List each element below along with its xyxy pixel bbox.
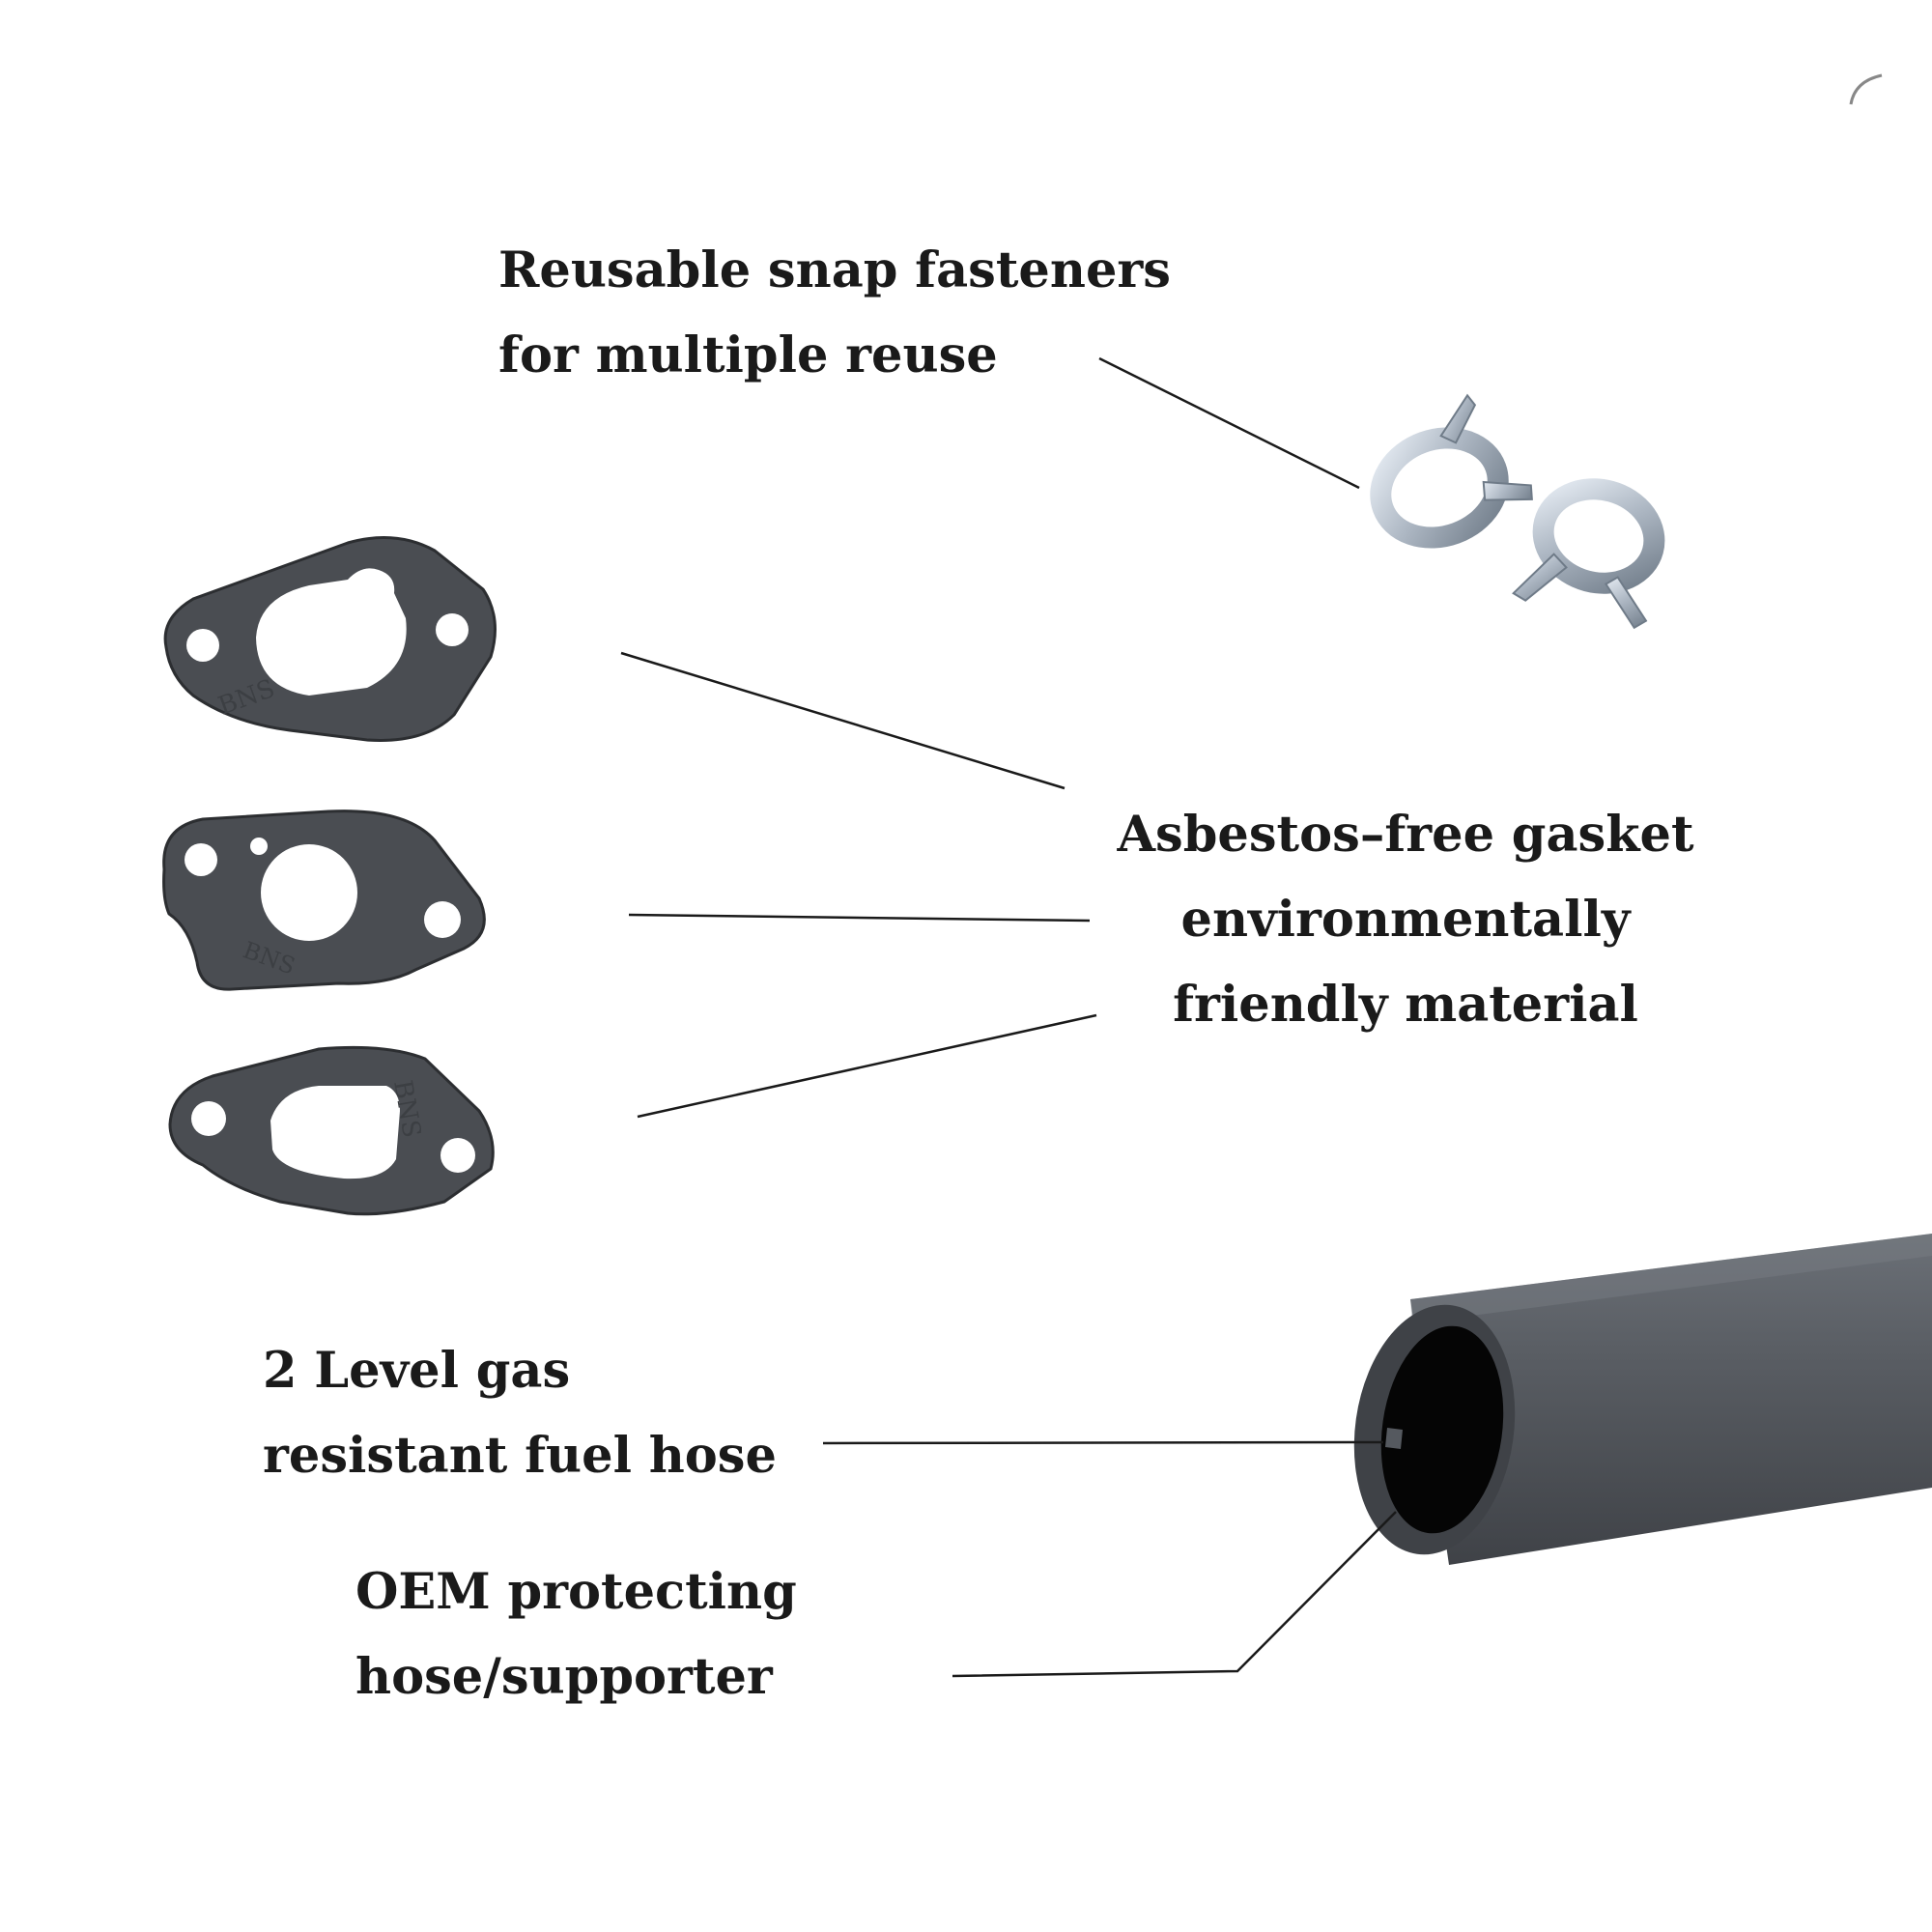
gasket-icon: BNS xyxy=(168,1045,495,1216)
corner-mark xyxy=(1849,73,1883,105)
label-line: Reusable snap fasteners xyxy=(498,242,1171,299)
leader-line-fuel-hose xyxy=(822,1440,1384,1445)
gasket-icon: BNS xyxy=(163,536,497,742)
label-line: hose/supporter xyxy=(355,1648,773,1706)
label-gasket: Asbestos–free gasket environmentally fri… xyxy=(1092,792,1719,1047)
leader-lines xyxy=(620,356,1397,1678)
label-fuel-hose: 2 Level gas resistant fuel hose xyxy=(263,1328,777,1498)
leader-line-gasket-1 xyxy=(620,651,1065,790)
leader-line-protecting-hose xyxy=(952,1511,1397,1678)
label-line: resistant fuel hose xyxy=(263,1427,777,1485)
label-line: 2 Level gas xyxy=(263,1342,571,1400)
label-line: for multiple reuse xyxy=(498,327,998,384)
leader-line-gasket-2 xyxy=(628,913,1091,923)
leader-line-gasket-3 xyxy=(637,1013,1097,1119)
label-line: environmentally xyxy=(1180,891,1631,949)
fuel-hose-icon xyxy=(1353,1234,1932,1565)
spring-clip-icon xyxy=(1370,393,1665,630)
label-line: OEM protecting xyxy=(355,1563,797,1621)
label-line: friendly material xyxy=(1173,976,1638,1034)
gasket-icon: BNS xyxy=(162,810,486,991)
leader-line-snap-fasteners xyxy=(1098,356,1360,490)
label-line: Asbestos–free gasket xyxy=(1117,806,1694,864)
label-snap-fasteners: Reusable snap fasteners for multiple reu… xyxy=(498,228,1171,398)
label-protecting-hose: OEM protecting hose/supporter xyxy=(355,1549,797,1719)
